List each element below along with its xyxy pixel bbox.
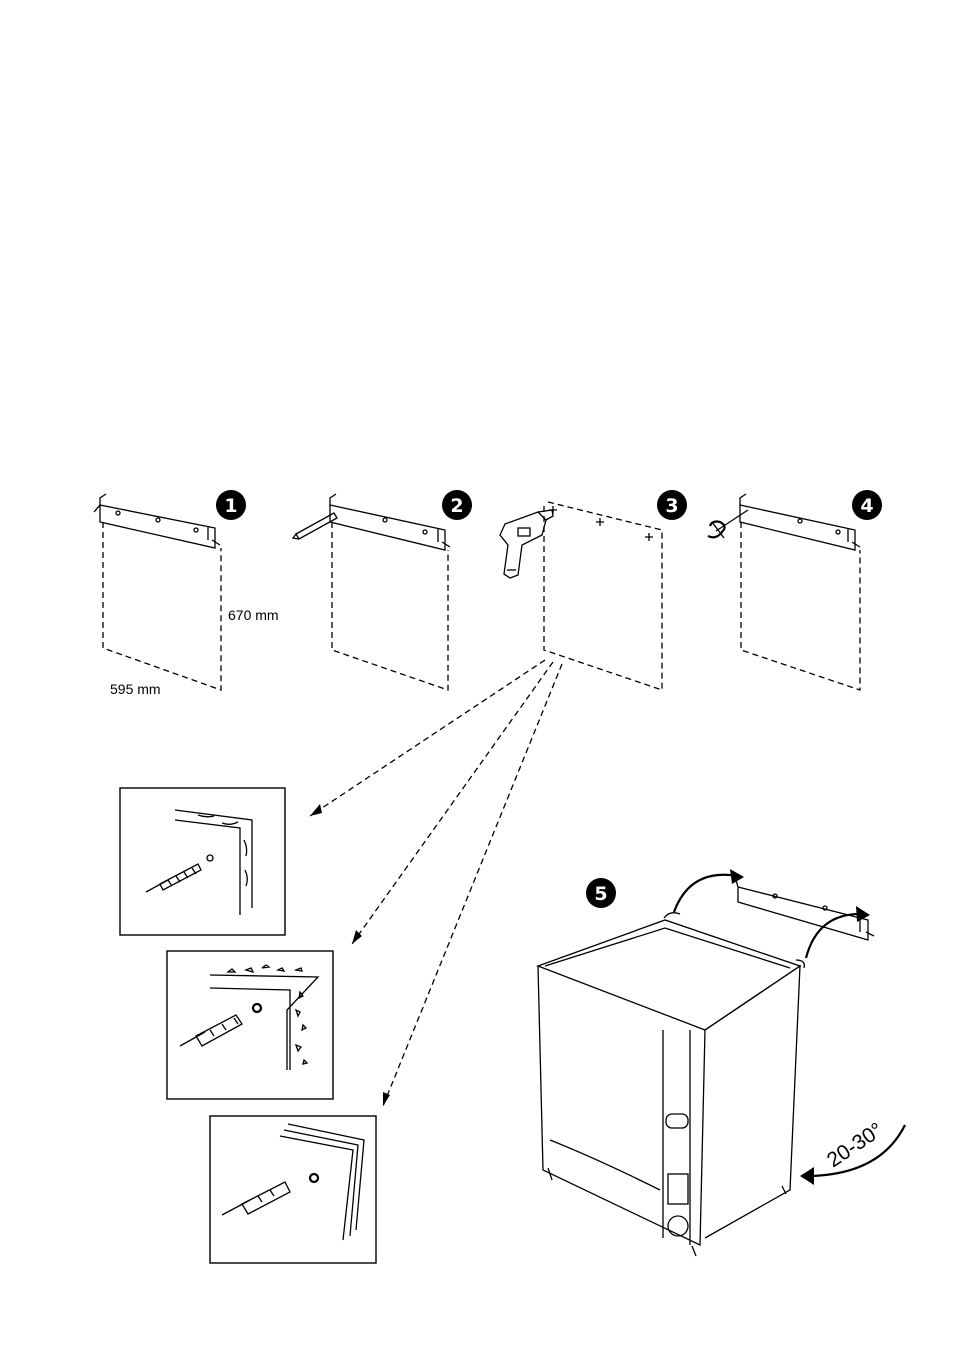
step-3: 3	[310, 490, 687, 1106]
step-5: 5	[538, 869, 905, 1256]
step-badge-2: 2	[442, 490, 472, 520]
step-1: 670 mm 595 mm 1	[94, 490, 279, 697]
step-number-2: 2	[450, 495, 463, 517]
step-number-1: 1	[224, 495, 237, 517]
step-badge-3: 3	[657, 490, 687, 520]
wall-bracket	[94, 494, 220, 548]
step-number-5: 5	[594, 883, 607, 905]
step-number-3: 3	[665, 495, 678, 517]
outline-area	[103, 522, 221, 690]
curved-arrow-icon	[674, 869, 744, 912]
wall-type-pointers	[310, 660, 562, 1106]
wall-bracket	[330, 494, 450, 550]
wall-bracket	[736, 876, 874, 940]
step-badge-5: 5	[586, 878, 616, 908]
tilt-angle-label: 20-30°	[823, 1118, 887, 1172]
screwdriver-icon	[708, 510, 748, 538]
step-badge-4: 4	[852, 490, 882, 520]
step-2: 2	[293, 490, 472, 690]
step-number-4: 4	[860, 495, 873, 517]
wood-wall-panel	[120, 788, 285, 935]
step-badge-1: 1	[216, 490, 246, 520]
outline-area	[332, 522, 448, 690]
width-dimension: 595 mm	[110, 681, 161, 697]
height-dimension: 670 mm	[228, 607, 279, 623]
drill-icon	[500, 510, 553, 578]
dryer-appliance	[538, 913, 804, 1256]
stone-wall-panel	[167, 951, 333, 1099]
step-4: 4	[708, 490, 882, 690]
plasterboard-wall-panel	[210, 1116, 376, 1263]
wall-bracket	[740, 494, 860, 550]
outline-area	[544, 502, 662, 690]
